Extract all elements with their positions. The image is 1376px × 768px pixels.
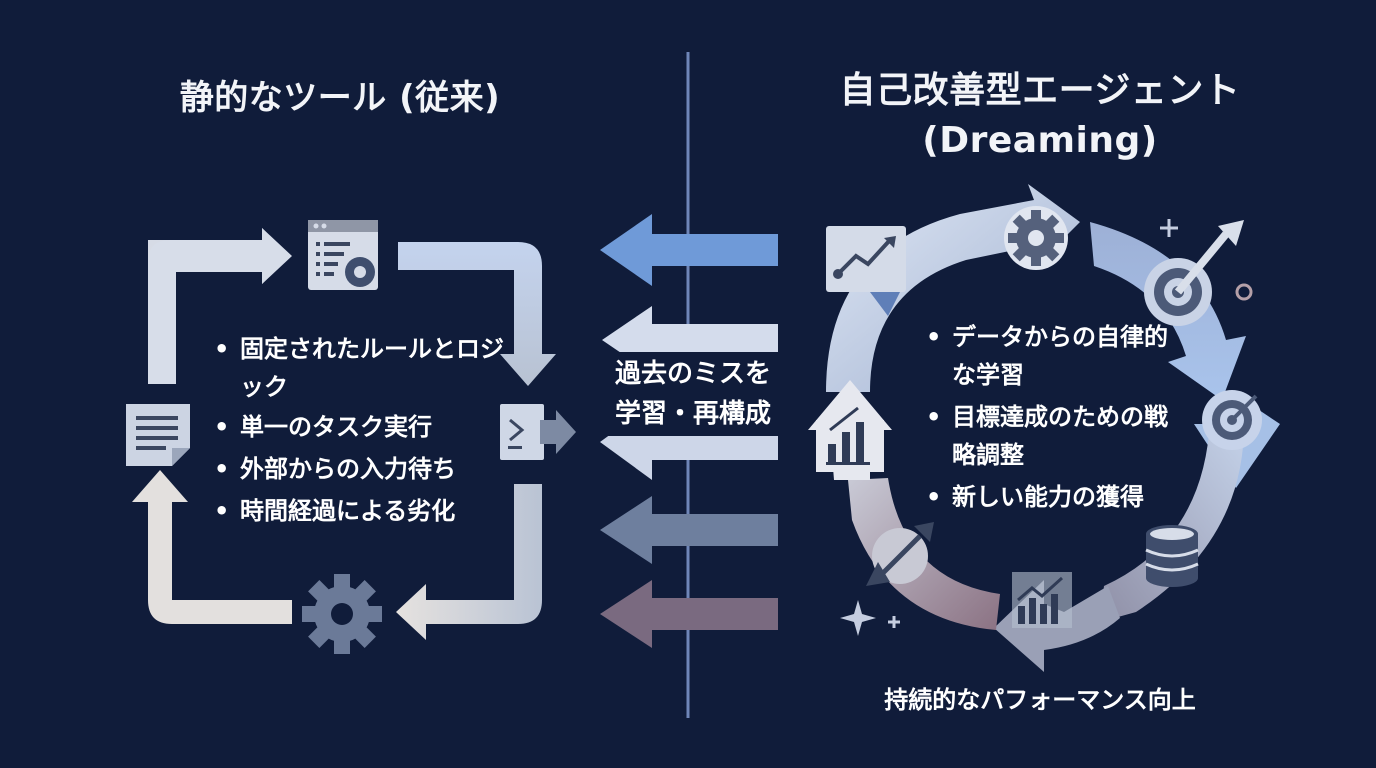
cycle-segment-bottom-left	[848, 478, 1000, 630]
agent-feature-item: 新しい能力の獲得	[926, 478, 1186, 516]
agent-feature-item: 目標達成のための戦略調整	[926, 398, 1186, 474]
center-learning-label: 過去のミスを 学習・再構成	[598, 352, 788, 436]
bar-chart-arrow-icon	[1012, 572, 1072, 628]
document-icon	[126, 404, 190, 466]
right-panel-title-line2: (Dreaming)	[922, 120, 1158, 161]
continuous-improvement-label: 持続的なパフォーマンス向上	[884, 686, 1196, 714]
center-label-line2: 学習・再構成	[614, 399, 771, 429]
agent-features: データからの自律的な学習 目標達成のための戦略調整 新しい能力の獲得	[926, 318, 1186, 520]
right-panel-title: 自己改善型エージェント (Dreaming)	[790, 66, 1290, 166]
trend-chart-icon	[826, 226, 906, 316]
loop-arrow-bottom-left	[396, 484, 542, 640]
self-improving-cycle	[808, 184, 1280, 672]
static-feature-item: 固定されたルールとロジック	[214, 330, 504, 406]
code-terminal-icon	[500, 404, 576, 460]
left-panel-title: 静的なツール (従来)	[179, 78, 501, 118]
static-feature-item: 時間経過による劣化	[214, 490, 504, 532]
center-arrow-5	[600, 580, 778, 648]
right-panel-title-line1: 自己改善型エージェント	[839, 70, 1241, 111]
target-icon	[1144, 220, 1244, 326]
gear-icon	[302, 574, 382, 654]
broken-arrow-icon	[866, 522, 934, 586]
browser-settings-icon	[308, 220, 378, 290]
bullseye-icon	[1202, 390, 1262, 450]
loop-arrow-top-shape	[148, 228, 292, 384]
agent-feature-item: データからの自律的な学習	[926, 318, 1186, 394]
ring-dot-icon	[1235, 283, 1253, 301]
static-tool-features: 固定されたルールとロジック 単一のタスク実行 外部からの入力待ち 時間経過による…	[214, 330, 504, 532]
static-feature-item: 単一のタスク実行	[214, 406, 504, 448]
loop-arrow-left-up	[132, 470, 292, 624]
center-arrow-4	[600, 496, 778, 564]
center-label-line1: 過去のミスを	[614, 359, 771, 389]
bar-chart-icon	[816, 406, 884, 472]
plus-icon	[888, 219, 1178, 628]
database-icon	[1145, 525, 1199, 587]
static-feature-item: 外部からの入力待ち	[214, 448, 504, 490]
cycle-segment-bottom-right	[1100, 420, 1245, 622]
loop-arrow-right-down	[398, 242, 556, 386]
sparkle-icon	[840, 600, 876, 636]
center-arrow-1	[600, 214, 778, 286]
gear-icon-right	[1004, 206, 1068, 270]
